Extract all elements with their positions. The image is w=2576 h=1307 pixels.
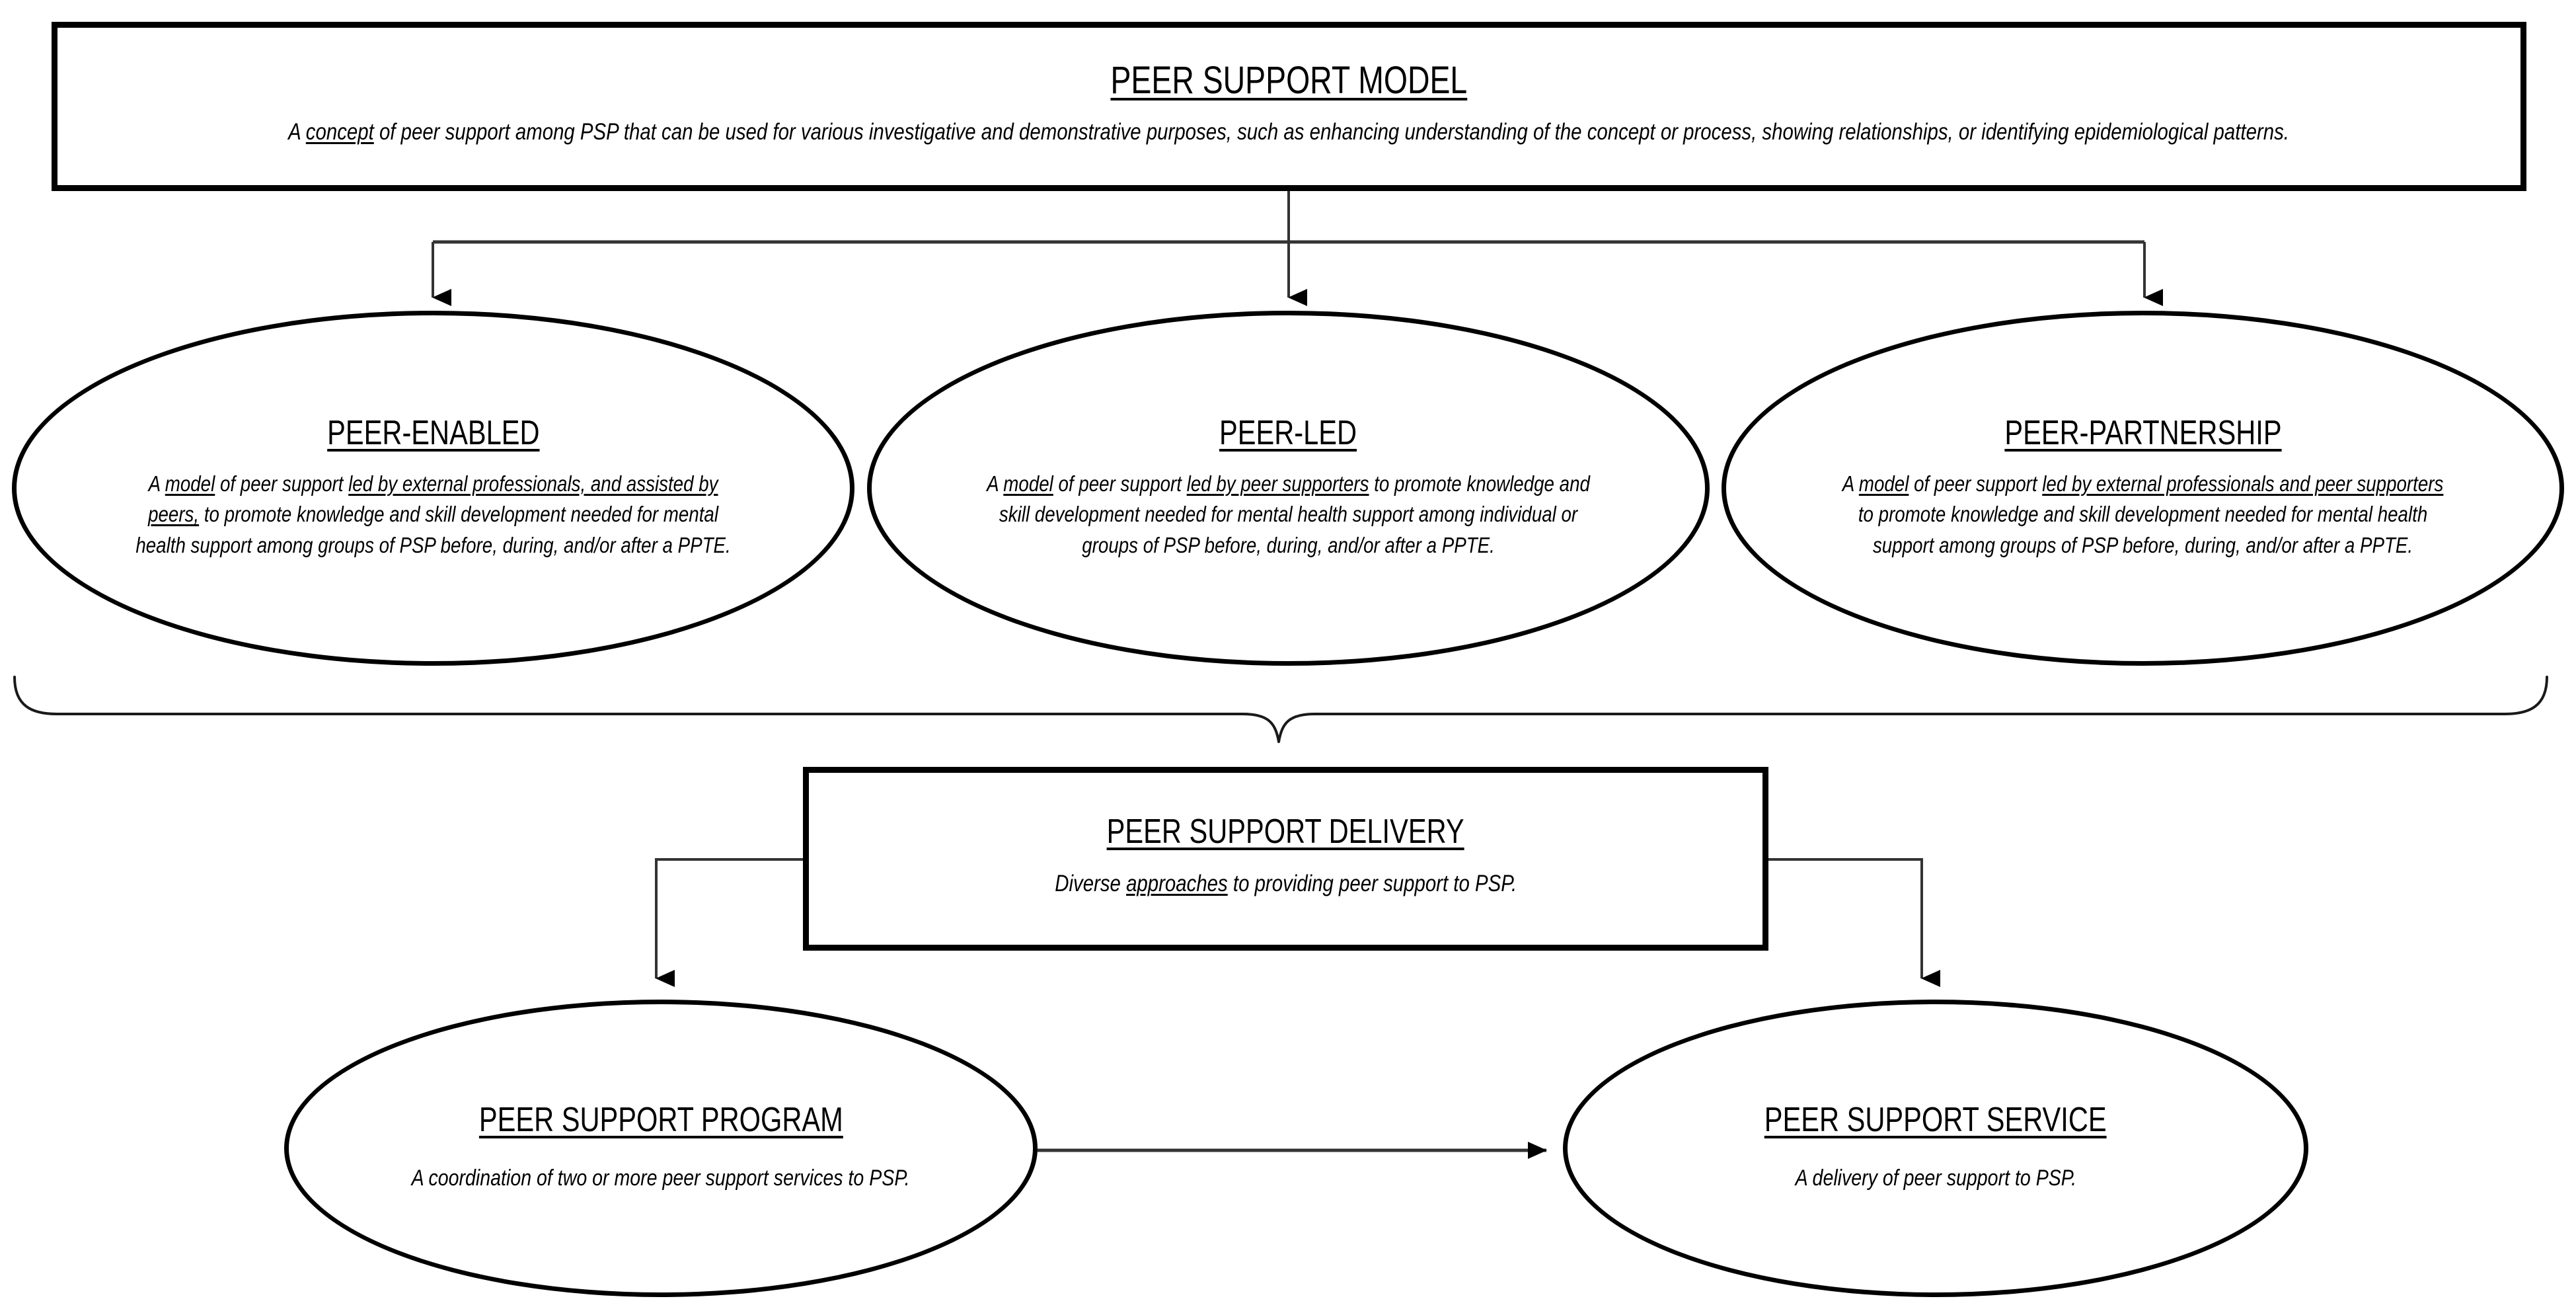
peer-led-title: PEER-LED <box>1219 413 1357 452</box>
peer-support-model-box: PEER SUPPORT MODEL A concept of peer sup… <box>52 22 2526 191</box>
peer-enabled-keyword-model: model <box>165 471 215 496</box>
peer-support-delivery-box: PEER SUPPORT DELIVERY Diverse approaches… <box>803 767 1768 951</box>
peer-support-delivery-title: PEER SUPPORT DELIVERY <box>1106 812 1464 852</box>
peer-support-model-title: PEER SUPPORT MODEL <box>1110 58 1468 102</box>
peer-partnership-keyword-model: model <box>1858 471 1909 496</box>
peer-led-description: A model of peer support led by peer supp… <box>987 471 1590 558</box>
connector-delivery-to-program <box>655 858 803 987</box>
peer-enabled-keyword-led-by: led by external professionals, and assis… <box>148 471 718 527</box>
peer-partnership-keyword-led-by: led by external professionals and peer s… <box>2042 471 2444 496</box>
peer-support-delivery-description: Diverse approaches to providing peer sup… <box>1055 870 1517 896</box>
peer-partnership-title: PEER-PARTNERSHIP <box>2004 413 2282 452</box>
peer-support-program-description: A coordination of two or more peer suppo… <box>411 1165 911 1191</box>
outcome-ellipse-peer-support-service: PEER SUPPORT SERVICE A delivery of peer … <box>1563 1000 2308 1297</box>
peer-partnership-description: A model of peer support led by external … <box>1842 471 2444 558</box>
peer-support-program-title: PEER SUPPORT PROGRAM <box>478 1101 843 1140</box>
model-ellipse-peer-partnership: PEER-PARTNERSHIP A model of peer support… <box>1722 311 2564 666</box>
connector-delivery-to-service <box>1768 858 1940 987</box>
outcome-ellipse-peer-support-program: PEER SUPPORT PROGRAM A coordination of t… <box>284 1000 1038 1297</box>
peer-led-keyword-led-by: led by peer supporters <box>1186 471 1369 496</box>
peer-support-model-description: A concept of peer support among PSP that… <box>288 118 2290 145</box>
connector-model-to-types <box>432 191 2163 306</box>
model-keyword-concept: concept <box>306 118 375 145</box>
peer-enabled-title: PEER-ENABLED <box>326 413 540 452</box>
brace-types-to-delivery <box>13 676 2548 743</box>
model-ellipse-peer-led: PEER-LED A model of peer support led by … <box>867 311 1710 666</box>
peer-support-service-title: PEER SUPPORT SERVICE <box>1764 1101 2107 1140</box>
delivery-keyword-approaches: approaches <box>1125 870 1228 896</box>
peer-led-keyword-model: model <box>1003 471 1053 496</box>
model-ellipse-peer-enabled: PEER-ENABLED A model of peer support led… <box>12 311 854 666</box>
peer-enabled-description: A model of peer support led by external … <box>135 471 731 558</box>
peer-support-service-description: A delivery of peer support to PSP. <box>1795 1165 2076 1191</box>
